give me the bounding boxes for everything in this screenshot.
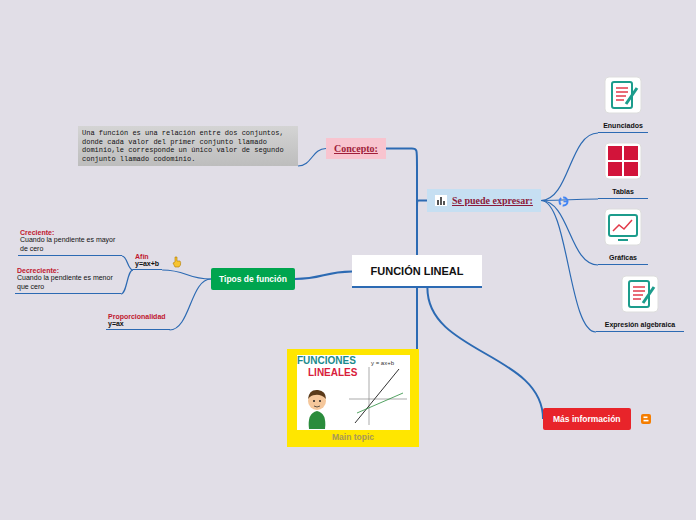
picture-label: y = ax+b [371,360,394,366]
node-text: y=ax [108,320,166,327]
branch-connector [295,272,352,280]
topic-node: Tipos de función [211,268,295,290]
node-text: Expresión algebraica [596,321,684,328]
topic-node: Gráficas [598,208,648,265]
node-text: Se puede expresar: [452,195,533,206]
node-text: Main topic [287,432,419,442]
topic-node: Tablas [598,142,648,199]
node-text: Concepto: [334,143,378,154]
topic-node: Expresión algebraica [596,275,684,332]
node-text: Tipos de función [219,274,287,284]
branch-connector [122,256,133,270]
node-text: Decreciente: [17,267,119,274]
notebook-icon [621,275,659,313]
topic-node: Una función es una relación entre dos co… [78,126,298,166]
topic-node: Decreciente:Cuando la pendiente es menor… [15,267,121,294]
node-text: Más información [553,414,621,424]
bar-chart-icon [435,195,447,206]
picture-label: LINEALES [308,367,357,378]
topic-node: Afíny=ax+b [133,253,162,270]
node-text: Enunciados [598,122,648,129]
branch-connector [416,288,418,349]
node-text: Tablas [598,188,648,195]
topic-node: Creciente:Cuando la pendiente es mayor d… [18,229,122,256]
node-text: Cuando la pendiente es mayor de cero [20,236,120,253]
hand-icon [172,256,182,268]
branch-connector [427,288,543,419]
topic-node: Se puede expresar: [427,189,541,212]
node-text: Creciente: [20,229,120,236]
topic-node: Más información [543,408,631,430]
branch-connector [541,201,596,333]
branch-connector [541,133,598,201]
node-text: y=ax+b [135,260,159,267]
branch-connector [121,270,133,294]
branch-connector [541,201,598,266]
branch-connector [541,199,598,201]
node-text: Una función es una relación entre dos co… [82,129,294,163]
table-icon [604,142,642,180]
node-text: Gráficas [598,254,648,261]
notebook-icon [604,76,642,114]
google-icon [558,196,569,207]
node-text: Afín [135,253,159,260]
branch-connector [386,149,417,256]
node-text: Cuando la pendiente es menor que cero [17,274,119,291]
branch-connector [162,270,211,279]
branch-connector [170,279,211,330]
topic-node: FUNCIÓN LINEAL [352,255,482,288]
blogger-icon [641,414,651,424]
chart-icon [604,208,642,246]
picture-label: FUNCIONES [297,355,356,366]
topic-node: Concepto: [326,138,386,159]
topic-node: Enunciados [598,76,648,133]
node-text: Proporcionalidad [108,313,166,320]
node-text: FUNCIÓN LINEAL [371,265,464,277]
topic-node: Proporcionalidady=ax [106,313,170,330]
branch-connector [298,149,326,167]
branch-connector [417,201,427,256]
